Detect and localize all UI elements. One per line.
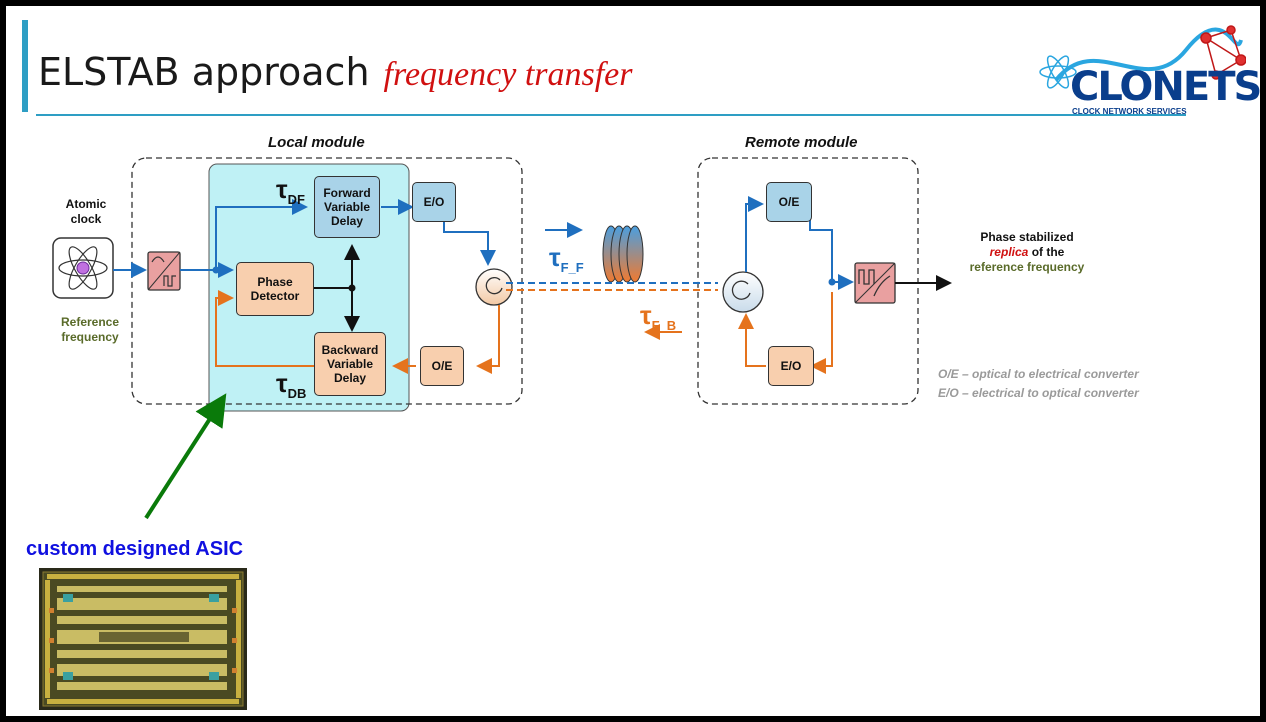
local-module-label: Local module xyxy=(268,134,365,151)
forward-junction-dot xyxy=(212,266,220,274)
reference-frequency-label: Reference frequency xyxy=(60,315,120,344)
local-circulator-icon xyxy=(475,268,513,306)
output-of-the: of the xyxy=(1031,245,1065,259)
local-module-boundary xyxy=(131,157,523,405)
remote-circulator-icon xyxy=(722,271,764,313)
title-accent-bar xyxy=(22,20,28,112)
slide-title: ELSTAB approach frequency transfer xyxy=(38,50,633,94)
remote-module-label: Remote module xyxy=(745,134,858,151)
local-eo-converter: E/O xyxy=(412,182,456,222)
title-underline xyxy=(36,114,1186,116)
asic-label: custom designed ASIC xyxy=(26,538,244,560)
atomic-clock-icon xyxy=(52,237,114,299)
remote-eo-converter: E/O xyxy=(768,346,814,386)
asic-pointer-arrow xyxy=(144,393,227,520)
logo-wordmark: CLONETS xyxy=(1070,64,1260,110)
output-line1: Phase stabilized xyxy=(980,230,1074,244)
local-oe-converter: O/E xyxy=(420,346,464,386)
asic-chip-image xyxy=(39,568,247,710)
slide-subtitle: frequency transfer xyxy=(383,56,633,93)
logo-network-icon xyxy=(1200,25,1246,80)
output-line2: replica of the xyxy=(942,245,1112,260)
output-filter-icon xyxy=(854,262,896,304)
fiber-coil-icon xyxy=(602,225,644,283)
tau-db-label: τDB xyxy=(276,368,307,402)
tau-df-label: τDF xyxy=(276,174,305,208)
remote-junction-dot xyxy=(828,278,836,286)
phase-detector-controls xyxy=(314,244,952,332)
control-junction-dot xyxy=(348,284,356,292)
atomic-clock-label: Atomic clock xyxy=(65,197,107,226)
legend-oe: O/E – optical to electrical converter xyxy=(938,367,1139,381)
remote-module-boundary xyxy=(697,157,919,405)
title-text: ELSTAB approach xyxy=(38,50,370,94)
logo-wave xyxy=(1054,27,1243,82)
slide: ELSTAB approach frequency transfer CLONET… xyxy=(6,6,1260,716)
tau-ff-label: τF_F xyxy=(549,242,584,276)
output-description: Phase stabilized replica of the referenc… xyxy=(942,230,1112,275)
forward-path xyxy=(113,196,854,290)
backward-path xyxy=(215,289,833,374)
tau-fb-label: τF_B xyxy=(640,300,677,334)
logo-atom-icon xyxy=(1039,55,1077,89)
logo-tagline: CLOCK NETWORK SERVICES xyxy=(1072,107,1187,116)
output-replica-word: replica xyxy=(989,245,1029,259)
backward-variable-delay-block: Backward Variable Delay xyxy=(314,332,386,396)
output-line3: reference frequency xyxy=(969,260,1085,274)
input-filter-icon xyxy=(147,251,181,291)
clonets-logo xyxy=(1039,25,1246,89)
remote-oe-converter: O/E xyxy=(766,182,812,222)
legend-eo: E/O – electrical to optical converter xyxy=(938,386,1139,400)
forward-variable-delay-block: Forward Variable Delay xyxy=(314,176,380,238)
phase-detector-block: Phase Detector xyxy=(236,262,314,316)
